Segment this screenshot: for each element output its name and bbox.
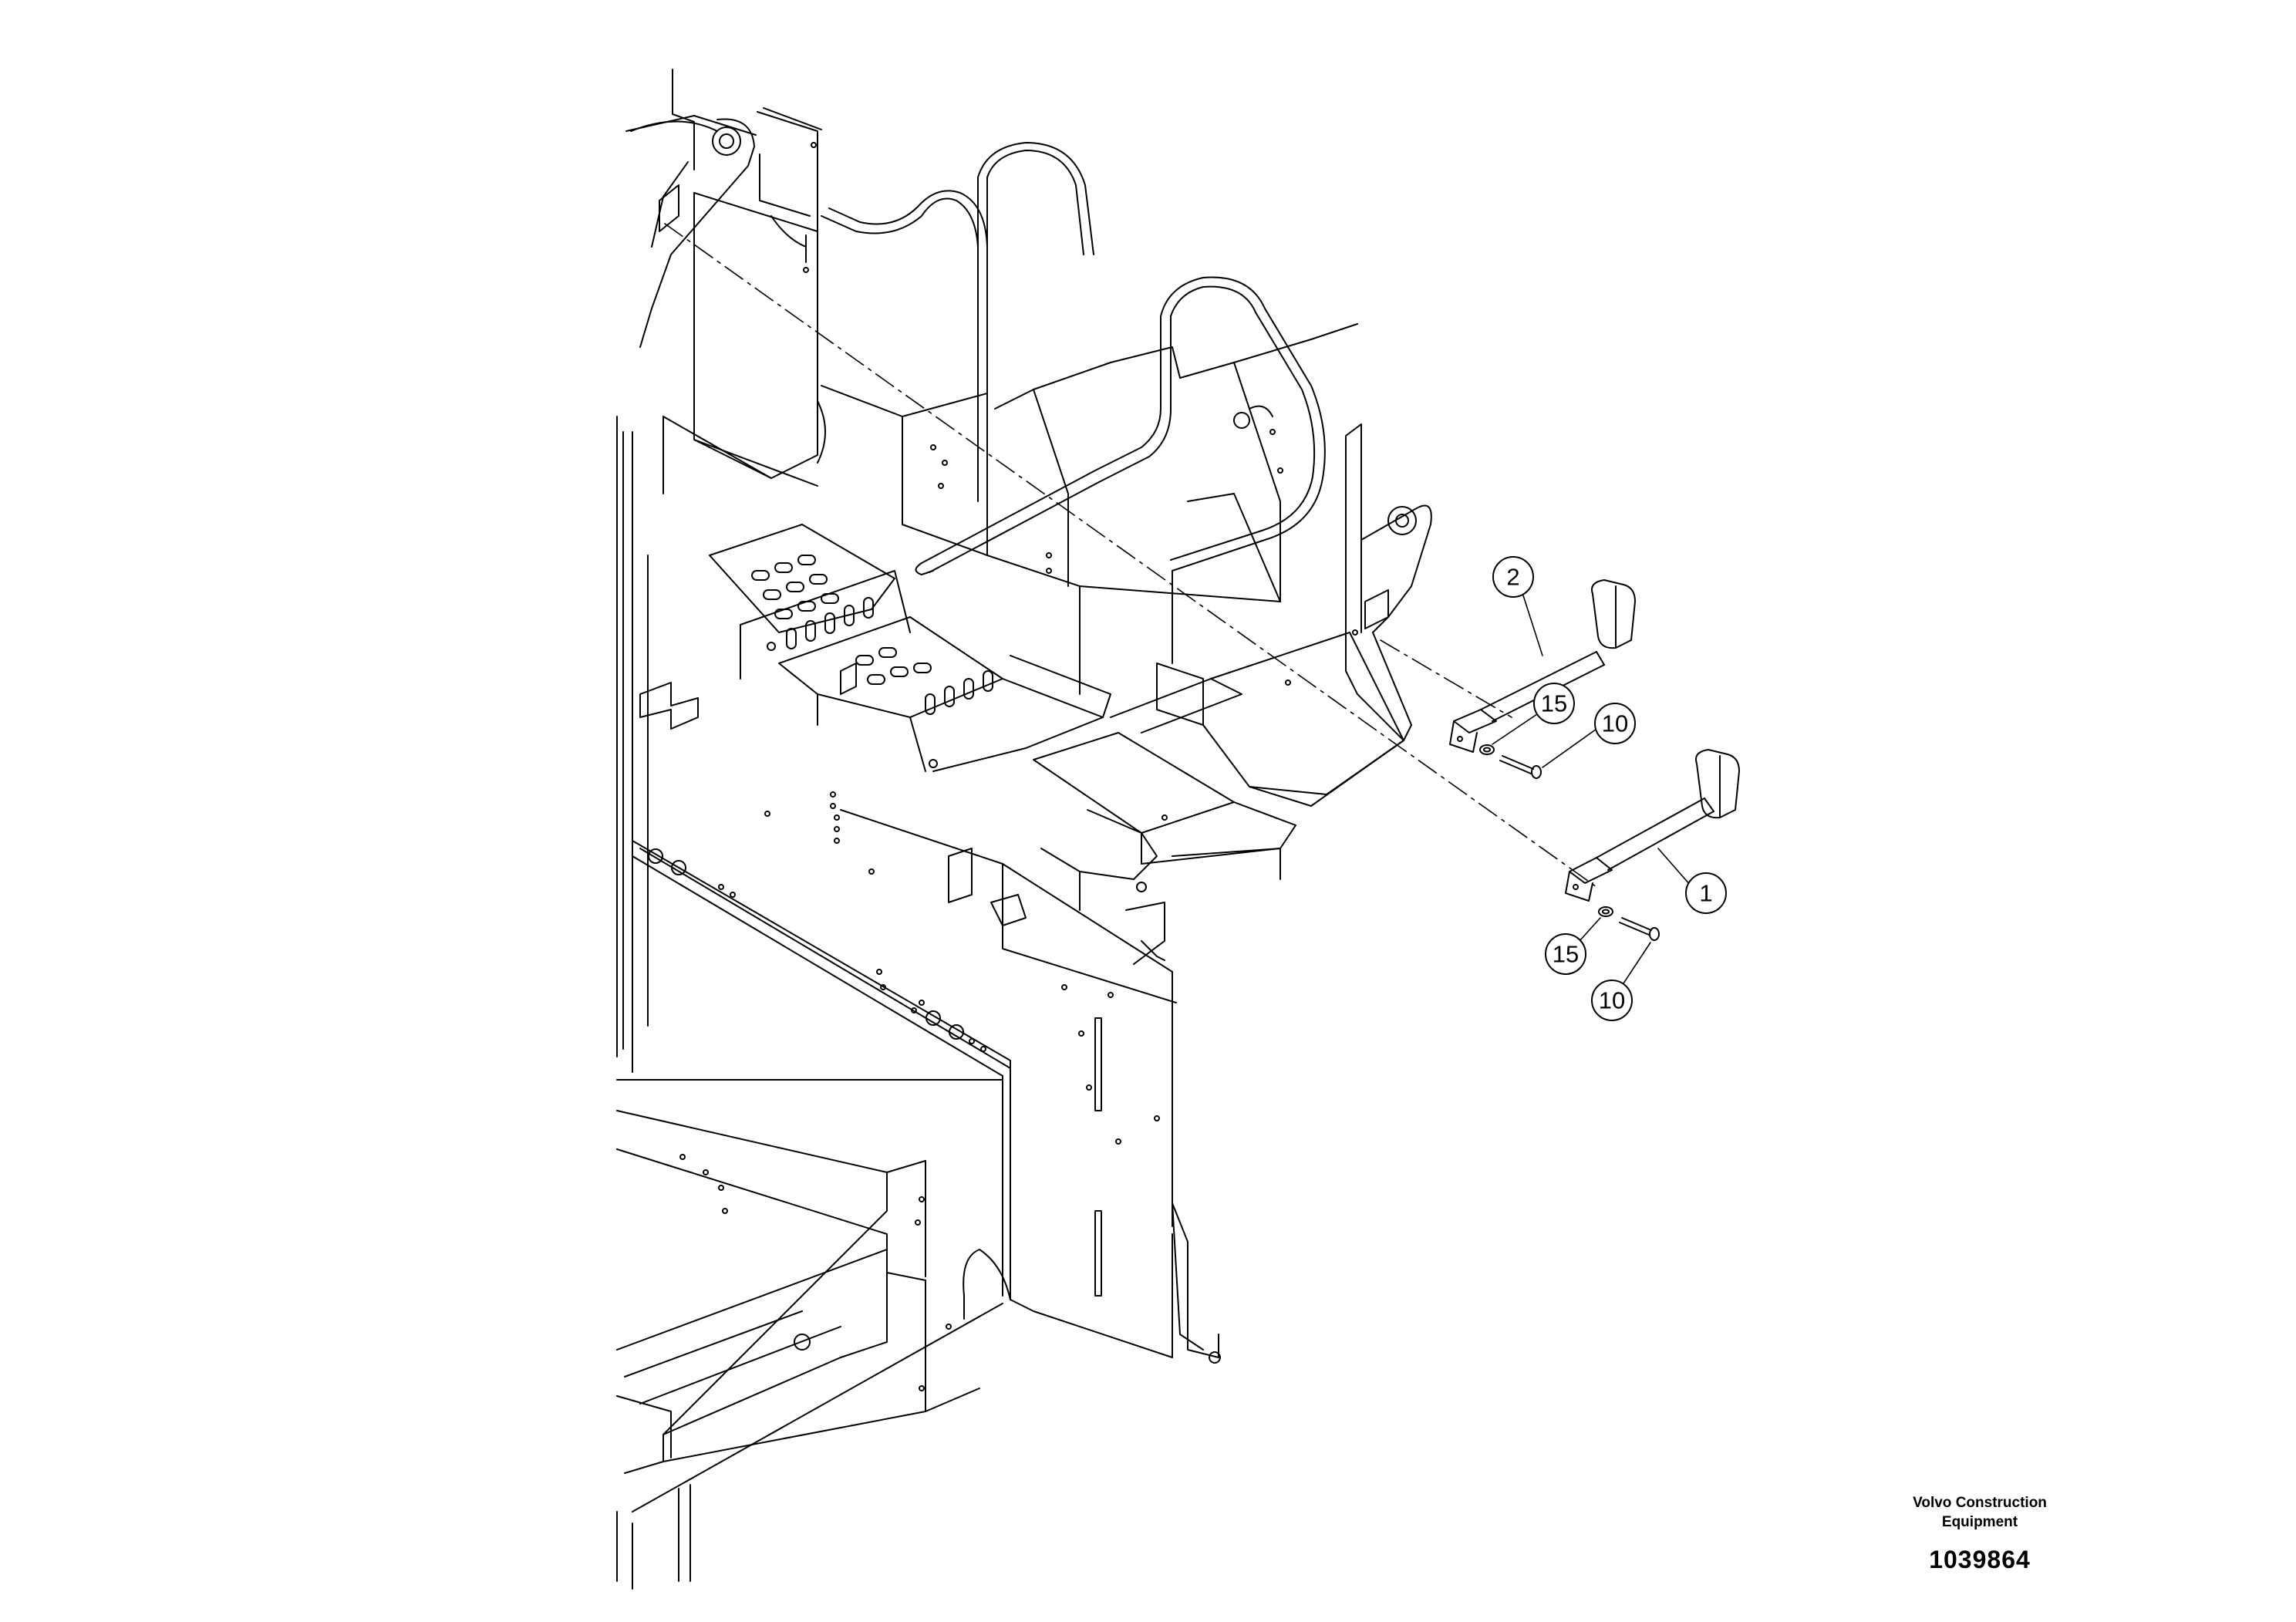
frame-holes (648, 791, 986, 1052)
company-name-line-2: Equipment (1941, 1514, 2018, 1530)
central-box-structure (821, 323, 1358, 695)
svg-text:2: 2 (1506, 564, 1519, 591)
bolt-10-lower (1619, 917, 1660, 941)
step-grating (709, 524, 1111, 772)
small-brackets (639, 682, 1165, 965)
handrail-left (821, 142, 1094, 502)
company-name-line-1: Volvo Construction (1913, 1495, 2047, 1511)
handrail-right (915, 276, 1326, 575)
svg-text:15: 15 (1553, 941, 1579, 968)
washer-15-lower (1598, 906, 1613, 917)
svg-text:15: 15 (1541, 690, 1567, 717)
lower-main-frame (616, 416, 1221, 1364)
callout-10-upper: 10 (1542, 703, 1636, 768)
drawing-footer: Volvo Construction Equipment 1039864 (1849, 1493, 2111, 1574)
right-pivot-bracket (1345, 423, 1432, 741)
bolt-10-upper (1499, 755, 1542, 779)
svg-text:1: 1 (1699, 880, 1712, 907)
platform-plates (1033, 632, 1404, 911)
svg-text:10: 10 (1602, 710, 1628, 737)
document-number: 1039864 (1929, 1546, 2031, 1573)
callout-15-lower: 15 (1545, 917, 1601, 975)
part-2-handle (1449, 579, 1636, 753)
callout-15-upper: 15 (1492, 683, 1575, 745)
callout-10-lower: 10 (1591, 942, 1651, 1021)
part-1-handle (1565, 749, 1740, 902)
upper-frame-bracket (625, 69, 826, 494)
washer-15-upper (1479, 744, 1495, 755)
grating-slots (751, 555, 993, 715)
callout-1: 1 (1657, 848, 1727, 914)
callout-2: 2 (1492, 556, 1543, 656)
svg-text:10: 10 (1599, 987, 1625, 1014)
lower-beam-and-tray (616, 1079, 1003, 1590)
